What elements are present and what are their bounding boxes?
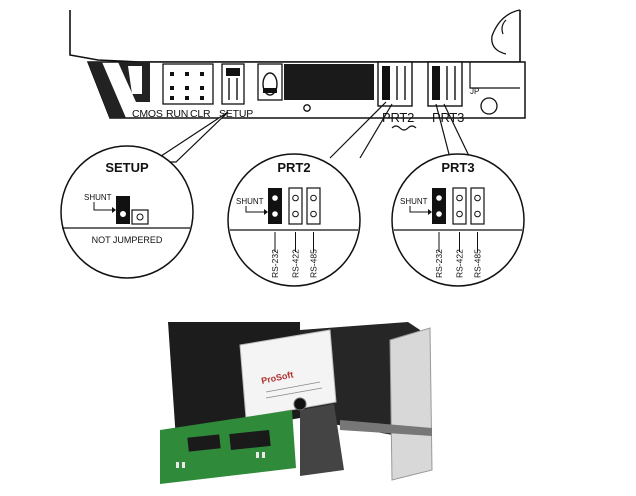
prt3-option-rs422: RS-422	[455, 249, 465, 278]
housing-detail	[501, 19, 507, 35]
prt3-arrows	[438, 232, 478, 252]
pcb-chip-1	[187, 434, 221, 452]
prt3-shunt-label: SHUNT	[400, 197, 428, 206]
callout-prt2-title: PRT2	[277, 160, 310, 175]
callout-setup-title: SETUP	[105, 160, 149, 175]
right-round-part	[480, 97, 498, 115]
board-illustration: CMOS RUN CLR SETUP PRT2 PRT3 JP	[69, 9, 526, 131]
module-label-panel	[239, 329, 337, 419]
module-photo: ProSoft	[148, 320, 438, 485]
prt2-pin-rs485	[306, 187, 321, 225]
prt3-pin-rs422	[452, 187, 467, 225]
callout-setup: SETUP SHUNT NOT JUMPERED	[60, 145, 194, 279]
module-metal-plate	[389, 327, 433, 481]
label-cmos: CMOS	[132, 108, 163, 120]
main-chip	[284, 64, 374, 100]
label-lines	[265, 381, 323, 399]
label-run: RUN	[166, 108, 188, 120]
module-screw	[293, 397, 307, 411]
prt2-shunt-label: SHUNT	[236, 197, 264, 206]
prt2-option-rs422: RS-422	[291, 249, 301, 278]
label-clr: CLR	[190, 108, 211, 120]
pcb-pins	[176, 452, 265, 468]
housing-outline	[69, 10, 521, 63]
prt3-option-rs232: RS-232	[434, 249, 444, 278]
setup-shunt	[116, 196, 130, 224]
module-connector	[300, 404, 344, 476]
prt2-shunt	[268, 188, 282, 224]
left-bracket-hole	[128, 66, 142, 94]
label-prt2: PRT2	[382, 110, 414, 125]
label-setup: SETUP	[219, 108, 253, 120]
mount-hole	[303, 104, 311, 112]
prt3-pin-rs485	[470, 187, 485, 225]
label-jp: JP	[470, 87, 479, 96]
prt2-option-rs485: RS-485	[309, 249, 319, 278]
housing-curve	[491, 9, 521, 55]
prt3-option-rs485: RS-485	[473, 249, 483, 278]
setup-pin-holder	[131, 209, 149, 225]
board-shadow	[88, 62, 126, 118]
module-pcb	[160, 410, 296, 484]
wavy-mark	[391, 125, 417, 131]
cmos-pins	[170, 72, 204, 100]
prt2-option-rs232: RS-232	[270, 249, 280, 278]
pcb-chip-2	[229, 429, 271, 451]
callout-pointers	[149, 101, 471, 163]
setup-shunt-label: SHUNT	[84, 193, 112, 202]
module-rail	[340, 420, 432, 436]
component-box	[257, 63, 283, 101]
prt2-pin-rs422	[288, 187, 303, 225]
prt2-arrows	[274, 232, 314, 252]
callout-prt3-title: PRT3	[441, 160, 474, 175]
callout-prt3: PRT3 SHUNT RS-232 RS-422 RS-485	[391, 153, 525, 287]
setup-footer: NOT JUMPERED	[92, 235, 163, 245]
prt3-shunt	[432, 188, 446, 224]
callout-prt2: PRT2 SHUNT RS-232 RS-422 RS-485	[227, 153, 361, 287]
cmos-pin-block	[162, 63, 214, 105]
